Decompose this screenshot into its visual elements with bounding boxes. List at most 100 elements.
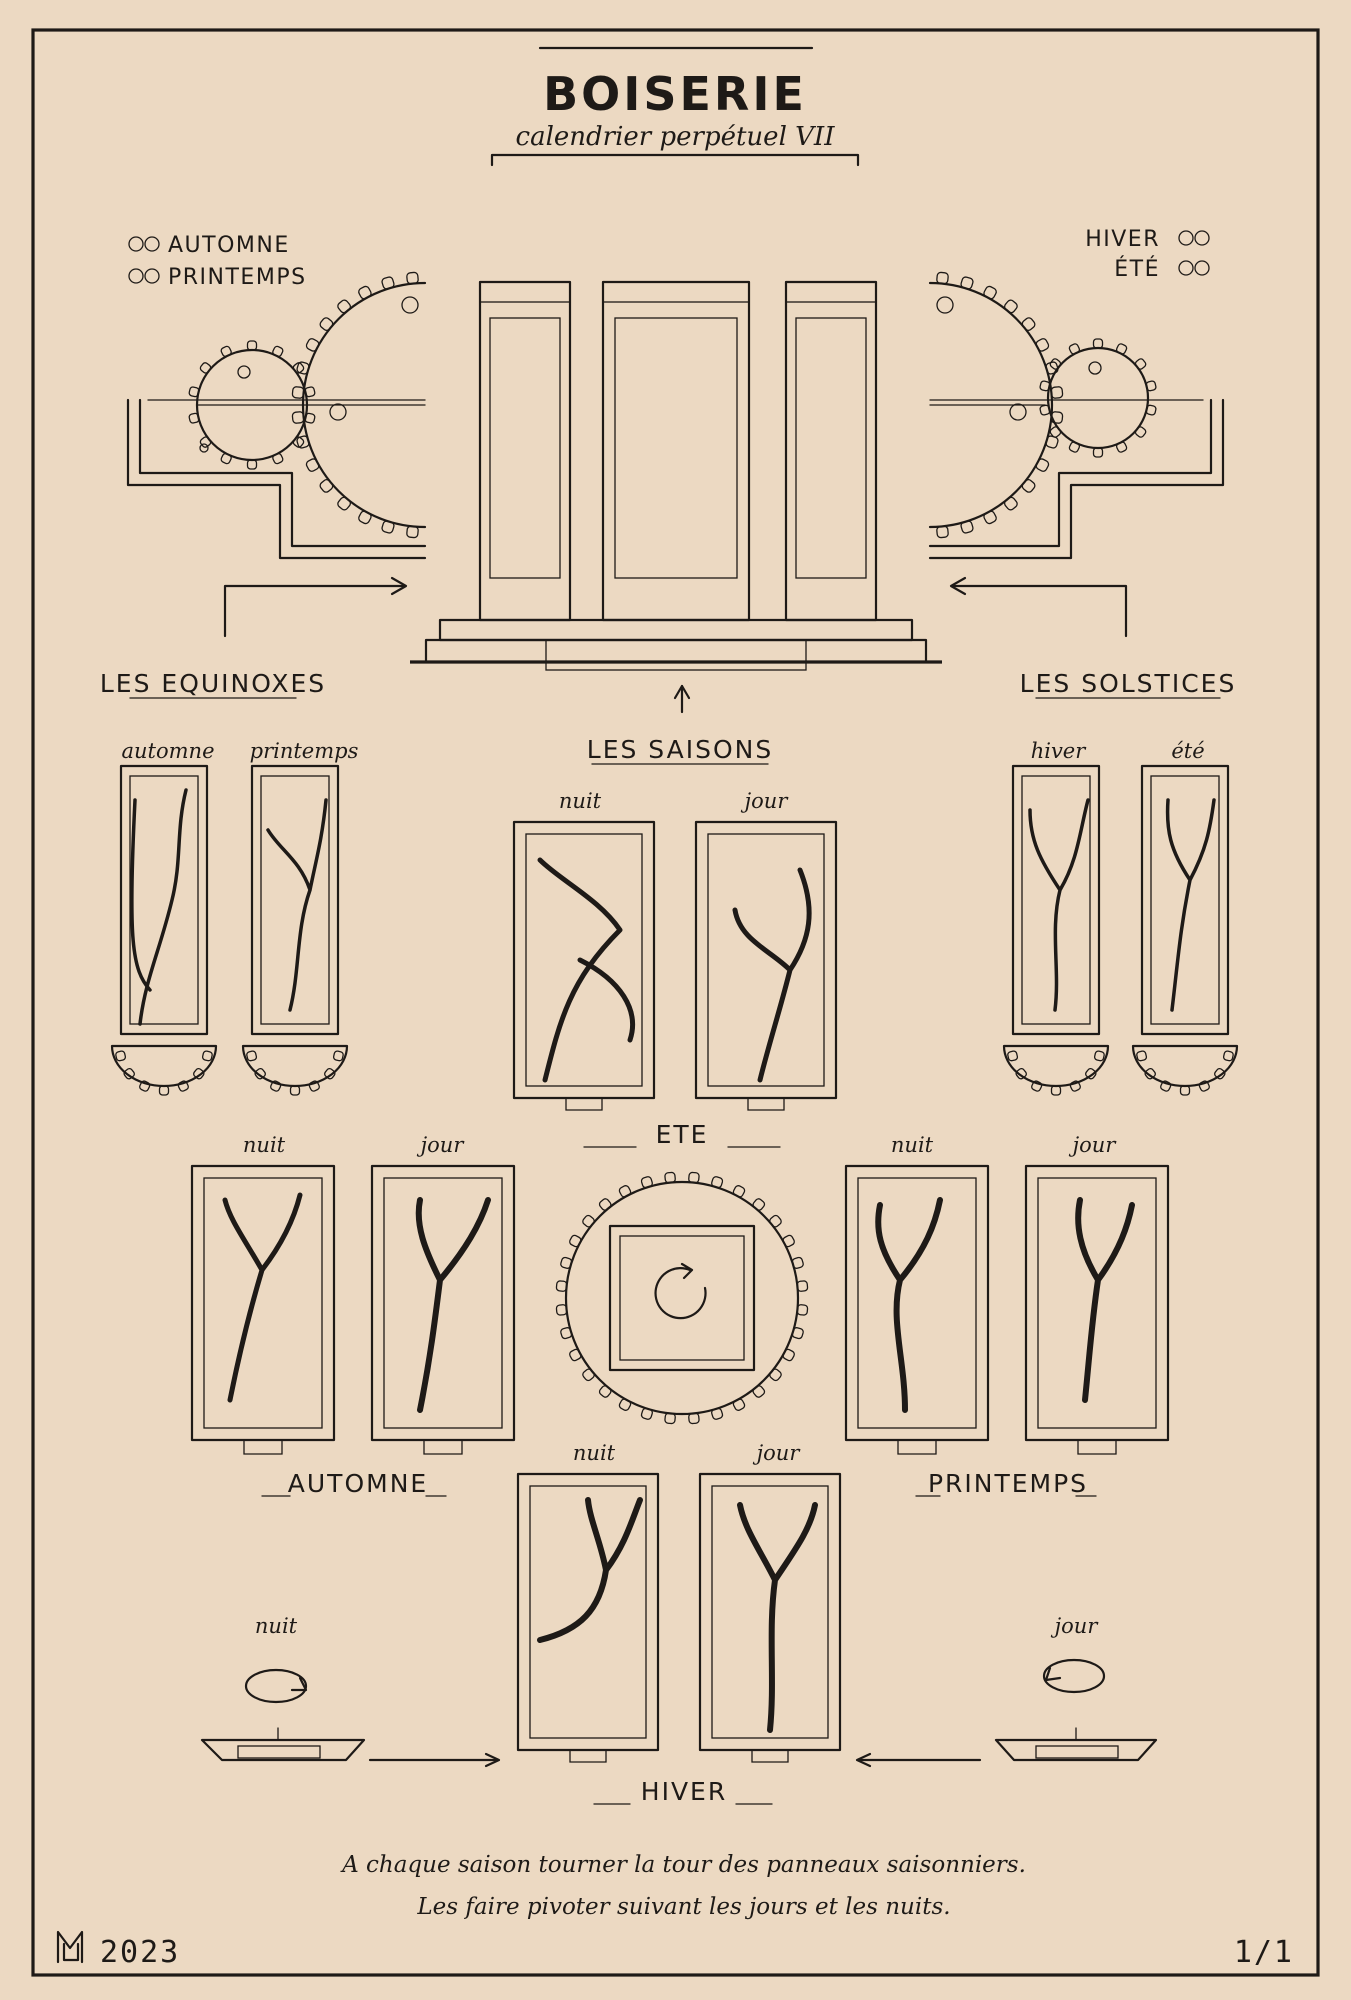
label-printemps: printemps	[250, 739, 359, 763]
gear-tooth	[1134, 426, 1147, 438]
gear-tooth	[732, 1185, 746, 1198]
gear-tooth	[296, 361, 310, 375]
gear-tooth	[752, 1385, 766, 1398]
gear-tooth	[688, 1412, 700, 1425]
label-printemps-nuit: nuit	[891, 1133, 934, 1157]
gear-tooth	[582, 1214, 595, 1228]
gear-tooth	[304, 412, 316, 424]
gear-tooth	[752, 1198, 766, 1211]
caption-ete: ETE	[656, 1120, 709, 1149]
gear-tooth	[1004, 496, 1018, 511]
gear-tooth	[1045, 361, 1059, 375]
gear-tooth	[1115, 343, 1128, 355]
gear-tooth	[246, 1050, 258, 1062]
gear-tooth	[1144, 1067, 1156, 1080]
gear-tooth	[598, 1385, 612, 1398]
gear-tooth	[1049, 358, 1062, 370]
gear-teeth-center	[555, 1171, 809, 1425]
caption-printemps: PRINTEMPS	[928, 1469, 1088, 1498]
gear-tooth	[598, 1198, 612, 1211]
panel-ete-jour	[694, 820, 838, 1111]
moon-pair-icon	[1178, 230, 1210, 276]
footer-year: 2023	[100, 1935, 180, 1970]
gear-tooth	[332, 1050, 344, 1062]
gear-teeth-ete	[1136, 1050, 1234, 1096]
tower-elevation	[410, 280, 942, 671]
gear-tooth	[936, 271, 949, 285]
gear-tooth	[688, 1171, 700, 1184]
gear-tooth	[664, 1171, 676, 1184]
label-automne: automne	[122, 739, 215, 763]
gear-tooth	[1092, 338, 1104, 349]
panel-printemps-jour	[1024, 1164, 1170, 1455]
gear-tooth	[1115, 441, 1128, 453]
pivot-base-left	[200, 1727, 501, 1768]
label-ete-jour: jour	[741, 789, 790, 813]
gear-tooth	[1222, 1050, 1234, 1062]
panel-ete-nuit	[512, 820, 656, 1111]
gear-tooth	[115, 1050, 127, 1062]
gear-tooth	[555, 1280, 568, 1292]
legend-ete: ÉTÉ	[1114, 256, 1160, 282]
gear-tooth	[791, 1256, 804, 1269]
gear-tooth	[289, 1085, 301, 1096]
gear-tooth	[569, 1234, 582, 1248]
gear-tooth	[1179, 1085, 1191, 1096]
gear-tooth	[305, 338, 320, 352]
gear-tooth	[337, 299, 351, 314]
monogram-logo	[56, 1930, 84, 1964]
panel-printemps-nuit	[844, 1164, 990, 1455]
gear-tooth	[296, 435, 310, 449]
gear-tooth	[1035, 458, 1050, 472]
gear-tooth	[1039, 380, 1051, 392]
label-pivot-nuit: nuit	[255, 1614, 298, 1638]
gear-tooth	[188, 412, 200, 424]
note-line-1: A chaque saison tourner la tour des pann…	[340, 1852, 1026, 1878]
heading-equinoxes: LES EQUINOXES	[100, 669, 326, 698]
gear-tooth	[796, 1304, 809, 1316]
label-ete: été	[1171, 739, 1204, 763]
rotate-icon	[654, 1262, 707, 1320]
gear-tooth	[308, 1080, 320, 1092]
gear-tooth	[711, 1407, 724, 1420]
legend-printemps: PRINTEMPS	[168, 265, 307, 290]
gear-tooth	[199, 436, 212, 448]
legend-automne: AUTOMNE	[168, 233, 290, 258]
gear-tooth	[193, 1067, 205, 1080]
gear-tooth	[664, 1412, 676, 1425]
gear-tooth	[1068, 441, 1081, 453]
legend-left: AUTOMNE PRINTEMPS	[128, 233, 307, 290]
gear-teeth-large-right	[936, 271, 1064, 539]
gear-tooth	[1134, 358, 1147, 370]
gear-tooth	[1214, 1067, 1226, 1080]
gear-tooth	[1045, 435, 1059, 449]
gear-tooth	[1035, 338, 1050, 352]
footer: 2023 1/1	[56, 1930, 1292, 1970]
label-hiver-jour: jour	[753, 1441, 802, 1465]
gear-tooth	[1069, 1080, 1081, 1092]
arrow-up-icon	[673, 684, 691, 714]
gear-tooth	[1093, 1050, 1105, 1062]
gear-tooth	[254, 1067, 266, 1080]
gear-tooth	[796, 1280, 809, 1292]
title-block: BOISERIE calendrier perpétuel VII	[490, 46, 860, 167]
gear-tooth	[560, 1256, 573, 1269]
gear-tooth	[319, 479, 334, 493]
gear-tooth	[305, 458, 320, 472]
gear-tooth	[139, 1080, 151, 1092]
gear-tooth	[1145, 404, 1157, 416]
label-hiver: hiver	[1031, 739, 1088, 763]
gear-tooth	[782, 1348, 795, 1362]
gear-tooth	[555, 1304, 568, 1316]
gear-tooth	[1092, 447, 1104, 458]
label-automne-jour: jour	[417, 1133, 466, 1157]
gear-tooth	[769, 1368, 782, 1382]
gear-tooth	[220, 452, 232, 465]
gear-tooth	[560, 1327, 573, 1340]
gear-tooth	[582, 1368, 595, 1382]
rotate-counterclockwise-icon	[244, 1668, 308, 1704]
gear-tooth	[1007, 1050, 1019, 1062]
panel-hiver-nuit	[516, 1472, 660, 1763]
page-title: BOISERIE	[543, 67, 807, 121]
